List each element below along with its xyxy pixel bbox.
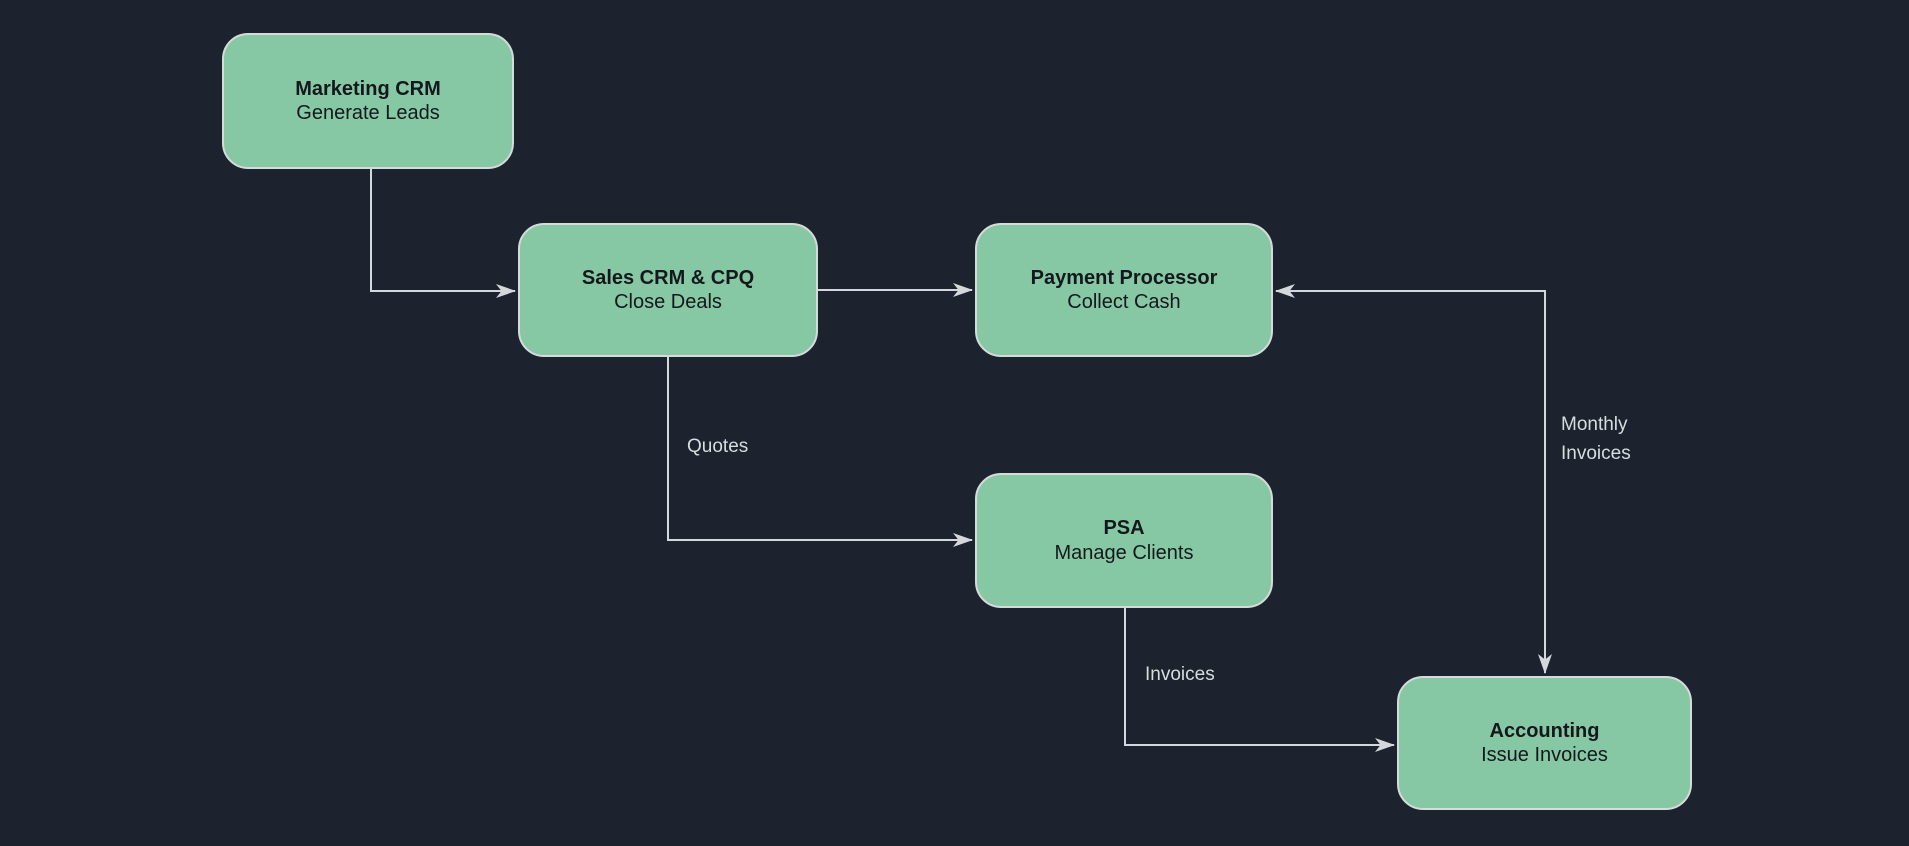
- edge-label-invoices: Invoices: [1145, 664, 1215, 685]
- edge-label-quotes: Quotes: [687, 436, 749, 457]
- node-sales-crm-cpq[interactable]: Sales CRM & CPQ Close Deals: [518, 223, 818, 357]
- node-marketing-crm-subtitle: Generate Leads: [296, 102, 440, 124]
- node-accounting[interactable]: Accounting Issue Invoices: [1397, 676, 1692, 810]
- node-marketing-crm-title: Marketing CRM: [295, 77, 441, 100]
- node-psa-subtitle: Manage Clients: [1054, 541, 1194, 564]
- node-marketing-crm[interactable]: Marketing CRM Generate Leads: [222, 33, 514, 169]
- node-sales-crm-cpq-subtitle: Close Deals: [614, 291, 722, 313]
- node-payment-processor-title: Payment Processor: [1030, 266, 1218, 289]
- node-payment-processor[interactable]: Payment Processor Collect Cash: [975, 223, 1273, 357]
- edge-accounting-payment-bidirectional: [1275, 284, 1552, 674]
- edge-marketing-to-sales: [370, 169, 516, 298]
- node-psa-title: PSA: [1103, 517, 1145, 540]
- node-psa[interactable]: PSA Manage Clients: [975, 473, 1273, 608]
- edge-label-monthly-invoices: Monthly Invoices: [1561, 414, 1631, 464]
- node-accounting-subtitle: Issue Invoices: [1481, 744, 1608, 766]
- node-payment-processor-subtitle: Collect Cash: [1067, 291, 1181, 313]
- edge-sales-to-psa: [667, 357, 973, 547]
- node-accounting-title: Accounting: [1489, 719, 1600, 742]
- edge-psa-to-accounting: [1124, 608, 1395, 752]
- node-sales-crm-cpq-title: Sales CRM & CPQ: [581, 266, 755, 289]
